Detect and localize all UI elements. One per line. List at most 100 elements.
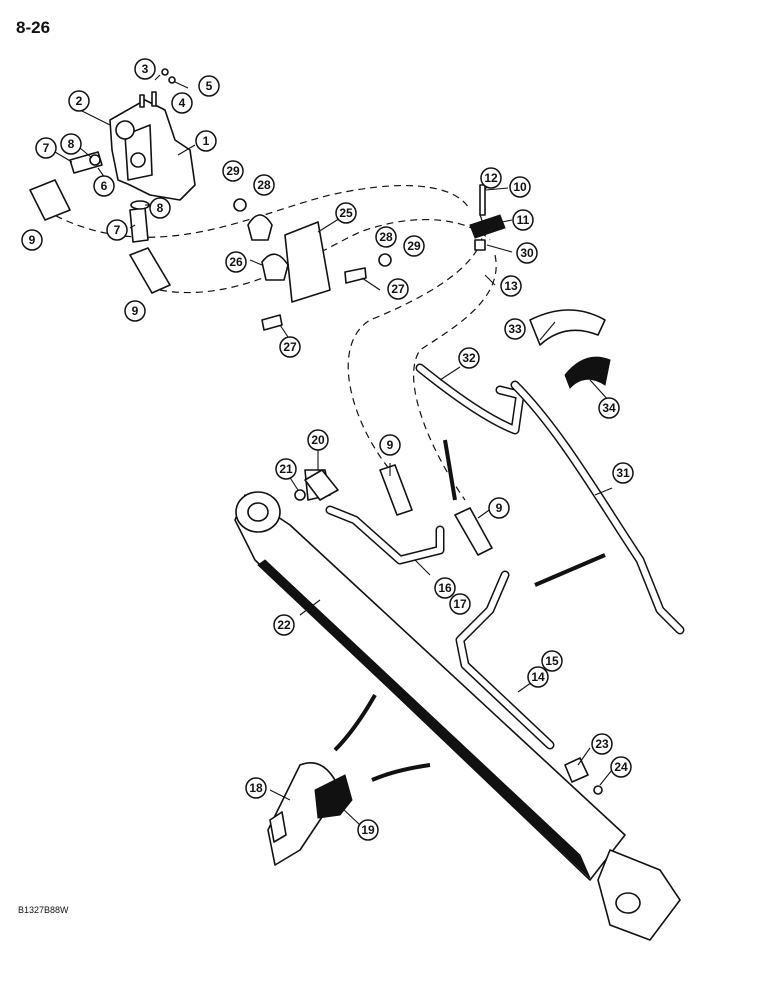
callout-4: 4: [171, 92, 193, 114]
hose-clip: [469, 184, 506, 251]
svg-text:20: 20: [311, 433, 325, 447]
callout-28a: 28: [253, 174, 275, 196]
callout-23: 23: [591, 733, 613, 755]
callout-13: 13: [500, 275, 522, 297]
svg-text:19: 19: [361, 823, 375, 837]
callout-2: 2: [68, 90, 90, 112]
svg-text:13: 13: [504, 279, 518, 293]
strap-and-guard: [529, 309, 611, 389]
svg-text:33: 33: [508, 322, 522, 336]
callout-29a: 29: [222, 160, 244, 182]
svg-text:9: 9: [496, 501, 503, 515]
svg-text:8: 8: [157, 201, 164, 215]
hydraulic-tubes-lower: [325, 505, 555, 750]
callout-22: 22: [273, 614, 295, 636]
svg-text:32: 32: [462, 351, 476, 365]
callout-19: 19: [357, 819, 379, 841]
svg-text:9: 9: [387, 438, 394, 452]
svg-text:6: 6: [101, 179, 108, 193]
svg-text:9: 9: [132, 304, 139, 318]
callout-30: 30: [516, 242, 538, 264]
callout-10: 10: [509, 176, 531, 198]
svg-text:27: 27: [391, 282, 405, 296]
mounting-bracket: [233, 198, 392, 331]
svg-text:7: 7: [114, 223, 121, 237]
callout-16: 16: [434, 577, 456, 599]
svg-text:28: 28: [257, 178, 271, 192]
hydraulic-tubes-upper: [415, 363, 685, 635]
svg-text:18: 18: [249, 781, 263, 795]
svg-text:29: 29: [407, 239, 421, 253]
control-valve: [109, 91, 196, 201]
svg-text:14: 14: [531, 670, 545, 684]
callout-15: 15: [541, 650, 563, 672]
callout-9b: 9: [124, 300, 146, 322]
svg-text:17: 17: [453, 597, 467, 611]
hose-routing-lines: [44, 185, 497, 501]
callout-9d: 9: [488, 497, 510, 519]
svg-text:24: 24: [614, 760, 628, 774]
callout-24: 24: [610, 756, 632, 778]
small-fittings: [294, 469, 603, 795]
valve-fittings: [69, 68, 176, 243]
svg-text:22: 22: [277, 618, 291, 632]
svg-text:28: 28: [379, 230, 393, 244]
callout-18: 18: [245, 777, 267, 799]
svg-text:10: 10: [513, 180, 527, 194]
callout-9c: 9: [379, 434, 401, 456]
page-number: 8-26: [16, 18, 51, 37]
svg-text:23: 23: [595, 737, 609, 751]
callout-8b: 8: [149, 197, 171, 219]
callout-34: 34: [598, 397, 620, 419]
svg-text:29: 29: [226, 164, 240, 178]
callout-9a: 9: [21, 229, 43, 251]
callout-5: 5: [198, 75, 220, 97]
callout-14: 14: [527, 666, 549, 688]
hose-ends: [29, 179, 493, 556]
svg-text:21: 21: [279, 462, 293, 476]
svg-text:4: 4: [179, 96, 186, 110]
svg-text:7: 7: [43, 141, 50, 155]
callout-28b: 28: [375, 226, 397, 248]
callout-32: 32: [458, 347, 480, 369]
svg-text:1: 1: [203, 134, 210, 148]
svg-text:31: 31: [616, 466, 630, 480]
callout-11: 11: [512, 209, 534, 231]
svg-text:30: 30: [520, 246, 534, 260]
callout-31: 31: [612, 462, 634, 484]
callout-3: 3: [134, 58, 156, 80]
svg-text:27: 27: [283, 340, 297, 354]
callout-21: 21: [275, 458, 297, 480]
callout-7a: 7: [35, 137, 57, 159]
callout-26: 26: [225, 251, 247, 273]
callout-6: 6: [93, 175, 115, 197]
svg-text:15: 15: [545, 654, 559, 668]
motion-arrows: [333, 439, 606, 782]
svg-text:26: 26: [229, 255, 243, 269]
svg-text:34: 34: [602, 401, 616, 415]
callout-1: 1: [195, 130, 217, 152]
svg-text:8: 8: [68, 137, 75, 151]
svg-text:16: 16: [438, 581, 452, 595]
callout-33: 33: [504, 318, 526, 340]
callout-8a: 8: [60, 133, 82, 155]
callout-27b: 27: [279, 336, 301, 358]
svg-text:5: 5: [206, 79, 213, 93]
svg-text:11: 11: [517, 213, 530, 227]
callout-20: 20: [307, 429, 329, 451]
callout-27a: 27: [387, 278, 409, 300]
svg-text:9: 9: [29, 233, 36, 247]
svg-text:2: 2: [76, 94, 83, 108]
figure-code: B1327B88W: [18, 905, 69, 915]
hydraulic-cylinder: [234, 469, 681, 941]
svg-text:25: 25: [339, 206, 353, 220]
callouts: 1 2 3 4 5 6 7 7 8 8 9 9 9 9 10 11 12 13 …: [21, 58, 634, 841]
wire-harness-detail: [267, 762, 353, 866]
callout-25: 25: [335, 202, 357, 224]
callout-17: 17: [449, 593, 471, 615]
callout-29b: 29: [403, 235, 425, 257]
callout-7b: 7: [106, 219, 128, 241]
svg-text:12: 12: [484, 171, 498, 185]
svg-text:3: 3: [142, 62, 149, 76]
